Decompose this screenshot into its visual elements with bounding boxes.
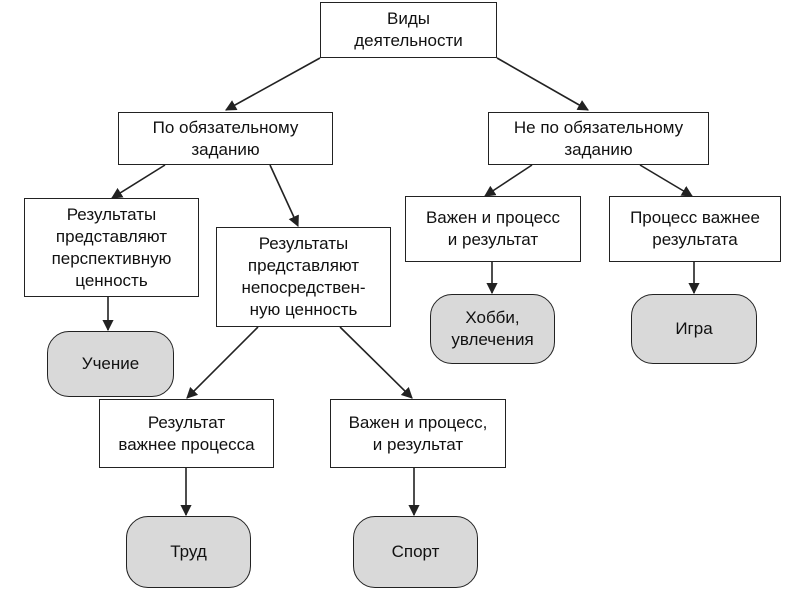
arrow-left-b-to-b2 (339, 326, 413, 399)
outcome-hobby: Хобби, увлечения (430, 294, 555, 364)
node-left-a: Результаты представляют перспективную це… (24, 198, 199, 297)
node-root: Виды деятельности (320, 2, 497, 58)
outcome-learning: Учение (47, 331, 174, 397)
node-right-a: Важен и процесс и результат (405, 196, 581, 262)
node-left-branch: По обязательному заданию (118, 112, 333, 165)
arrow-left-to-left-a (111, 164, 166, 199)
arrow-right-to-right-b (639, 164, 693, 197)
arrow-left-b-to-b1 (186, 326, 259, 399)
node-right-b: Процесс важнее результата (609, 196, 781, 262)
node-left-b1: Результат важнее процесса (99, 399, 274, 468)
arrow-left-to-left-b (269, 164, 299, 228)
arrow-right-to-right-a (484, 164, 533, 197)
node-right-branch: Не по обязательному заданию (488, 112, 709, 165)
node-left-b2: Важен и процесс, и результат (330, 399, 506, 468)
arrow-root-to-left (225, 57, 321, 111)
arrow-root-to-right (496, 57, 589, 111)
node-left-b: Результаты представляют непосредствен- н… (216, 227, 391, 327)
outcome-sport: Спорт (353, 516, 478, 588)
outcome-work: Труд (126, 516, 251, 588)
outcome-game: Игра (631, 294, 757, 364)
